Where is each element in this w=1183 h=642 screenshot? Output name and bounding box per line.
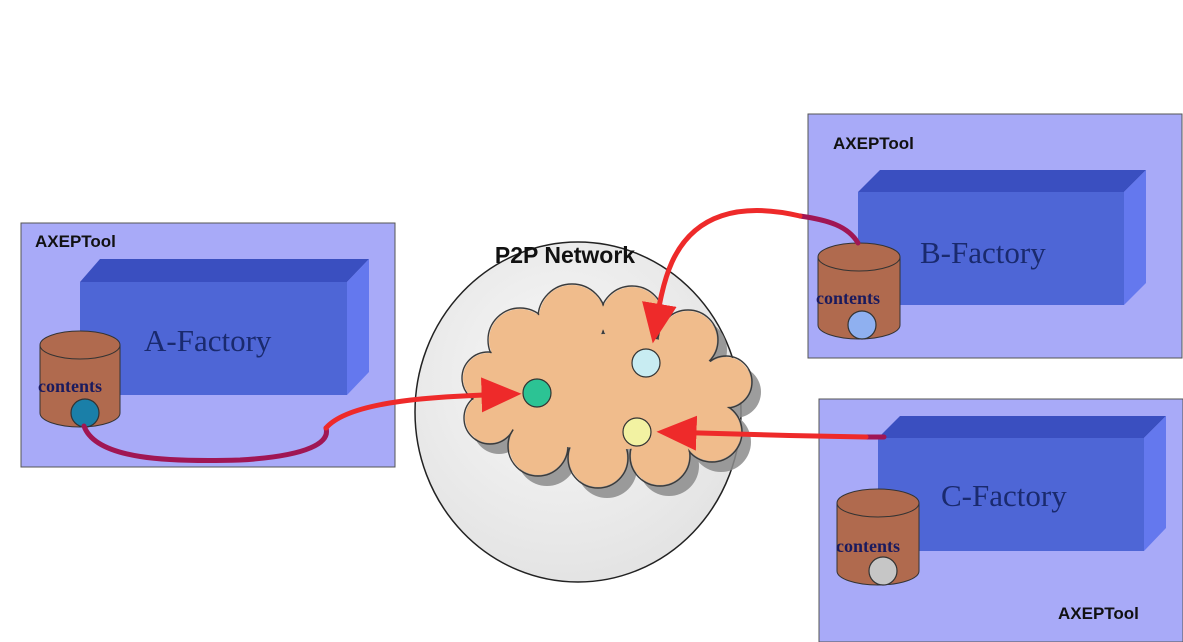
factory-box-a [80, 259, 369, 395]
content-item-b [847, 310, 877, 340]
content-item-c [868, 556, 898, 586]
contents-label-c: contents [836, 536, 900, 556]
p2p-network: P2P Network [414, 241, 761, 583]
contents-label-b: contents [816, 288, 880, 308]
axeptool-b: AXEPTool B-Factory contents [807, 113, 1183, 359]
factory-label-c: C-Factory [941, 478, 1067, 513]
network-node-from-a [522, 378, 552, 408]
tool-label-b: AXEPTool [833, 134, 914, 153]
content-item-a [70, 398, 100, 428]
factory-label-a: A-Factory [144, 323, 272, 358]
axeptool-c: AXEPTool C-Factory contents [818, 398, 1183, 642]
arrow-b-to-network [642, 208, 803, 344]
network-node-from-b [631, 348, 661, 378]
link-line-b [797, 213, 861, 246]
network-label: P2P Network [495, 242, 635, 268]
arrow-a-to-network [323, 377, 522, 431]
link-line-a [81, 423, 329, 464]
arrow-c-to-network [656, 415, 869, 451]
contents-label-a: contents [38, 376, 102, 396]
tool-label-c: AXEPTool [1058, 604, 1139, 623]
factory-label-b: B-Factory [920, 235, 1046, 270]
factory-box-c [878, 416, 1166, 551]
factory-box-b [858, 170, 1146, 305]
network-node-from-c [622, 417, 652, 447]
axeptool-a: AXEPTool A-Factory contents [20, 222, 396, 468]
connectors [81, 208, 887, 464]
tool-label-a: AXEPTool [35, 232, 116, 251]
